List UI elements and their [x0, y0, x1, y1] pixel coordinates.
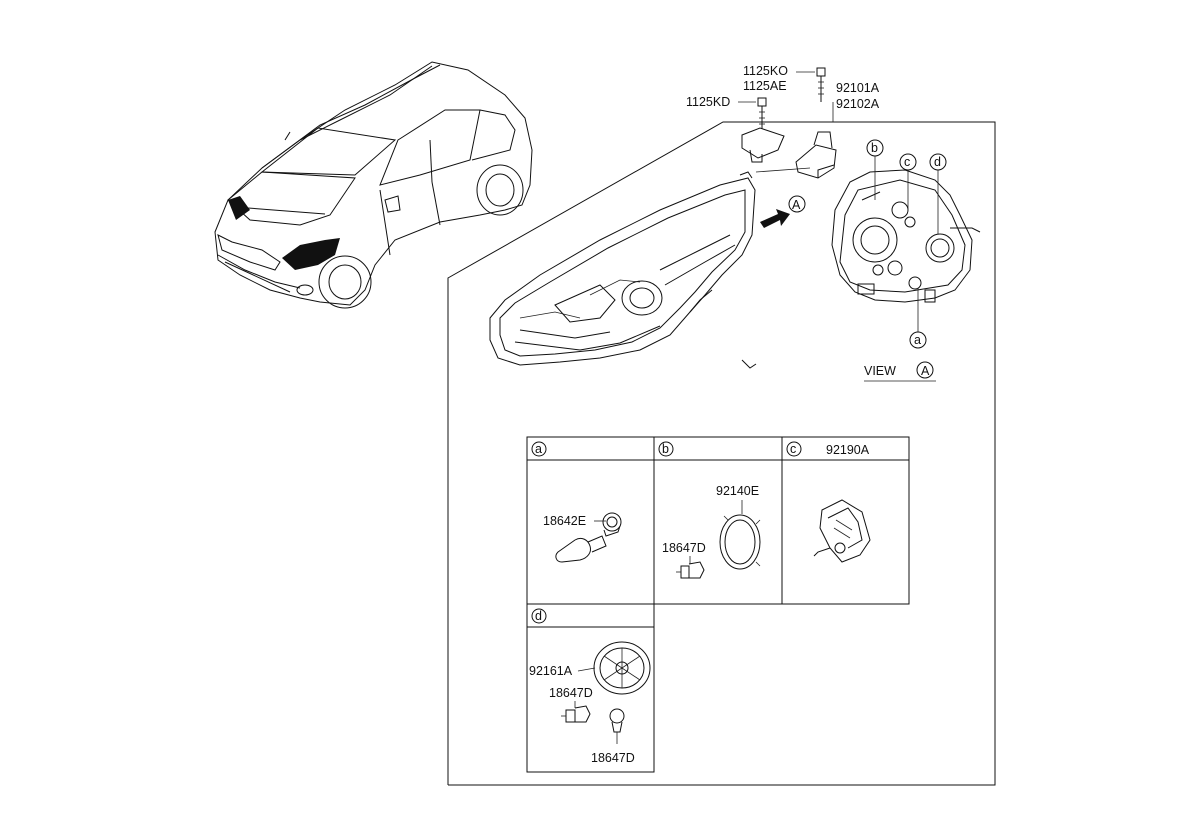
detail-panels-grid: [526, 436, 910, 773]
bolt-1125KD-icon: [757, 97, 767, 132]
callout-A: A: [792, 198, 801, 212]
callout-a: a: [914, 333, 921, 347]
assembly-frame: [447, 121, 996, 786]
panel-header-d: d: [535, 609, 542, 623]
part-label-92102A: 92102A: [836, 97, 880, 111]
part-label-18647D-d2: 18647D: [591, 751, 635, 765]
callout-d: d: [934, 155, 941, 169]
view-arrow-icon: A: [760, 195, 806, 228]
part-label-18647D-b: 18647D: [662, 541, 706, 555]
callout-A-view: A: [921, 364, 930, 378]
bulb-18647D-d2-icon: [609, 708, 625, 744]
bracket-left-icon: [741, 127, 785, 163]
bulb-18642E-icon: [555, 512, 622, 563]
panel-header-a: a: [535, 442, 542, 456]
bulb-18647D-b-icon: [676, 561, 705, 579]
part-label-1125KO: 1125KO: [743, 64, 788, 78]
part-label-1125KD: 1125KD: [686, 95, 730, 109]
bracket-right-icon: [795, 131, 837, 179]
part-label-92140E: 92140E: [716, 484, 759, 498]
part-label-1125AE: 1125AE: [743, 79, 787, 93]
part-label-18647D-d1: 18647D: [549, 686, 593, 700]
part-label-92190A: 92190A: [826, 443, 870, 457]
view-a-rear-housing: [831, 169, 981, 303]
part-label-92101A: 92101A: [836, 81, 880, 95]
view-label: VIEW: [864, 364, 896, 378]
callout-b: b: [871, 141, 878, 155]
bolt-1125KO-icon: [816, 67, 826, 102]
part-label-18642E: 18642E: [543, 514, 586, 528]
ring-92140E-icon: [719, 514, 761, 570]
panel-header-b: b: [662, 442, 669, 456]
vehicle-illustration: [214, 61, 533, 309]
bulb-18647D-d1-icon: [561, 705, 591, 723]
headlamp-assembly: [489, 167, 811, 369]
callout-c: c: [904, 155, 910, 169]
cap-92161A-icon: [593, 641, 651, 695]
panel-header-c: c: [790, 442, 796, 456]
part-label-92161A: 92161A: [529, 664, 573, 678]
module-92190A-icon: [813, 499, 871, 563]
